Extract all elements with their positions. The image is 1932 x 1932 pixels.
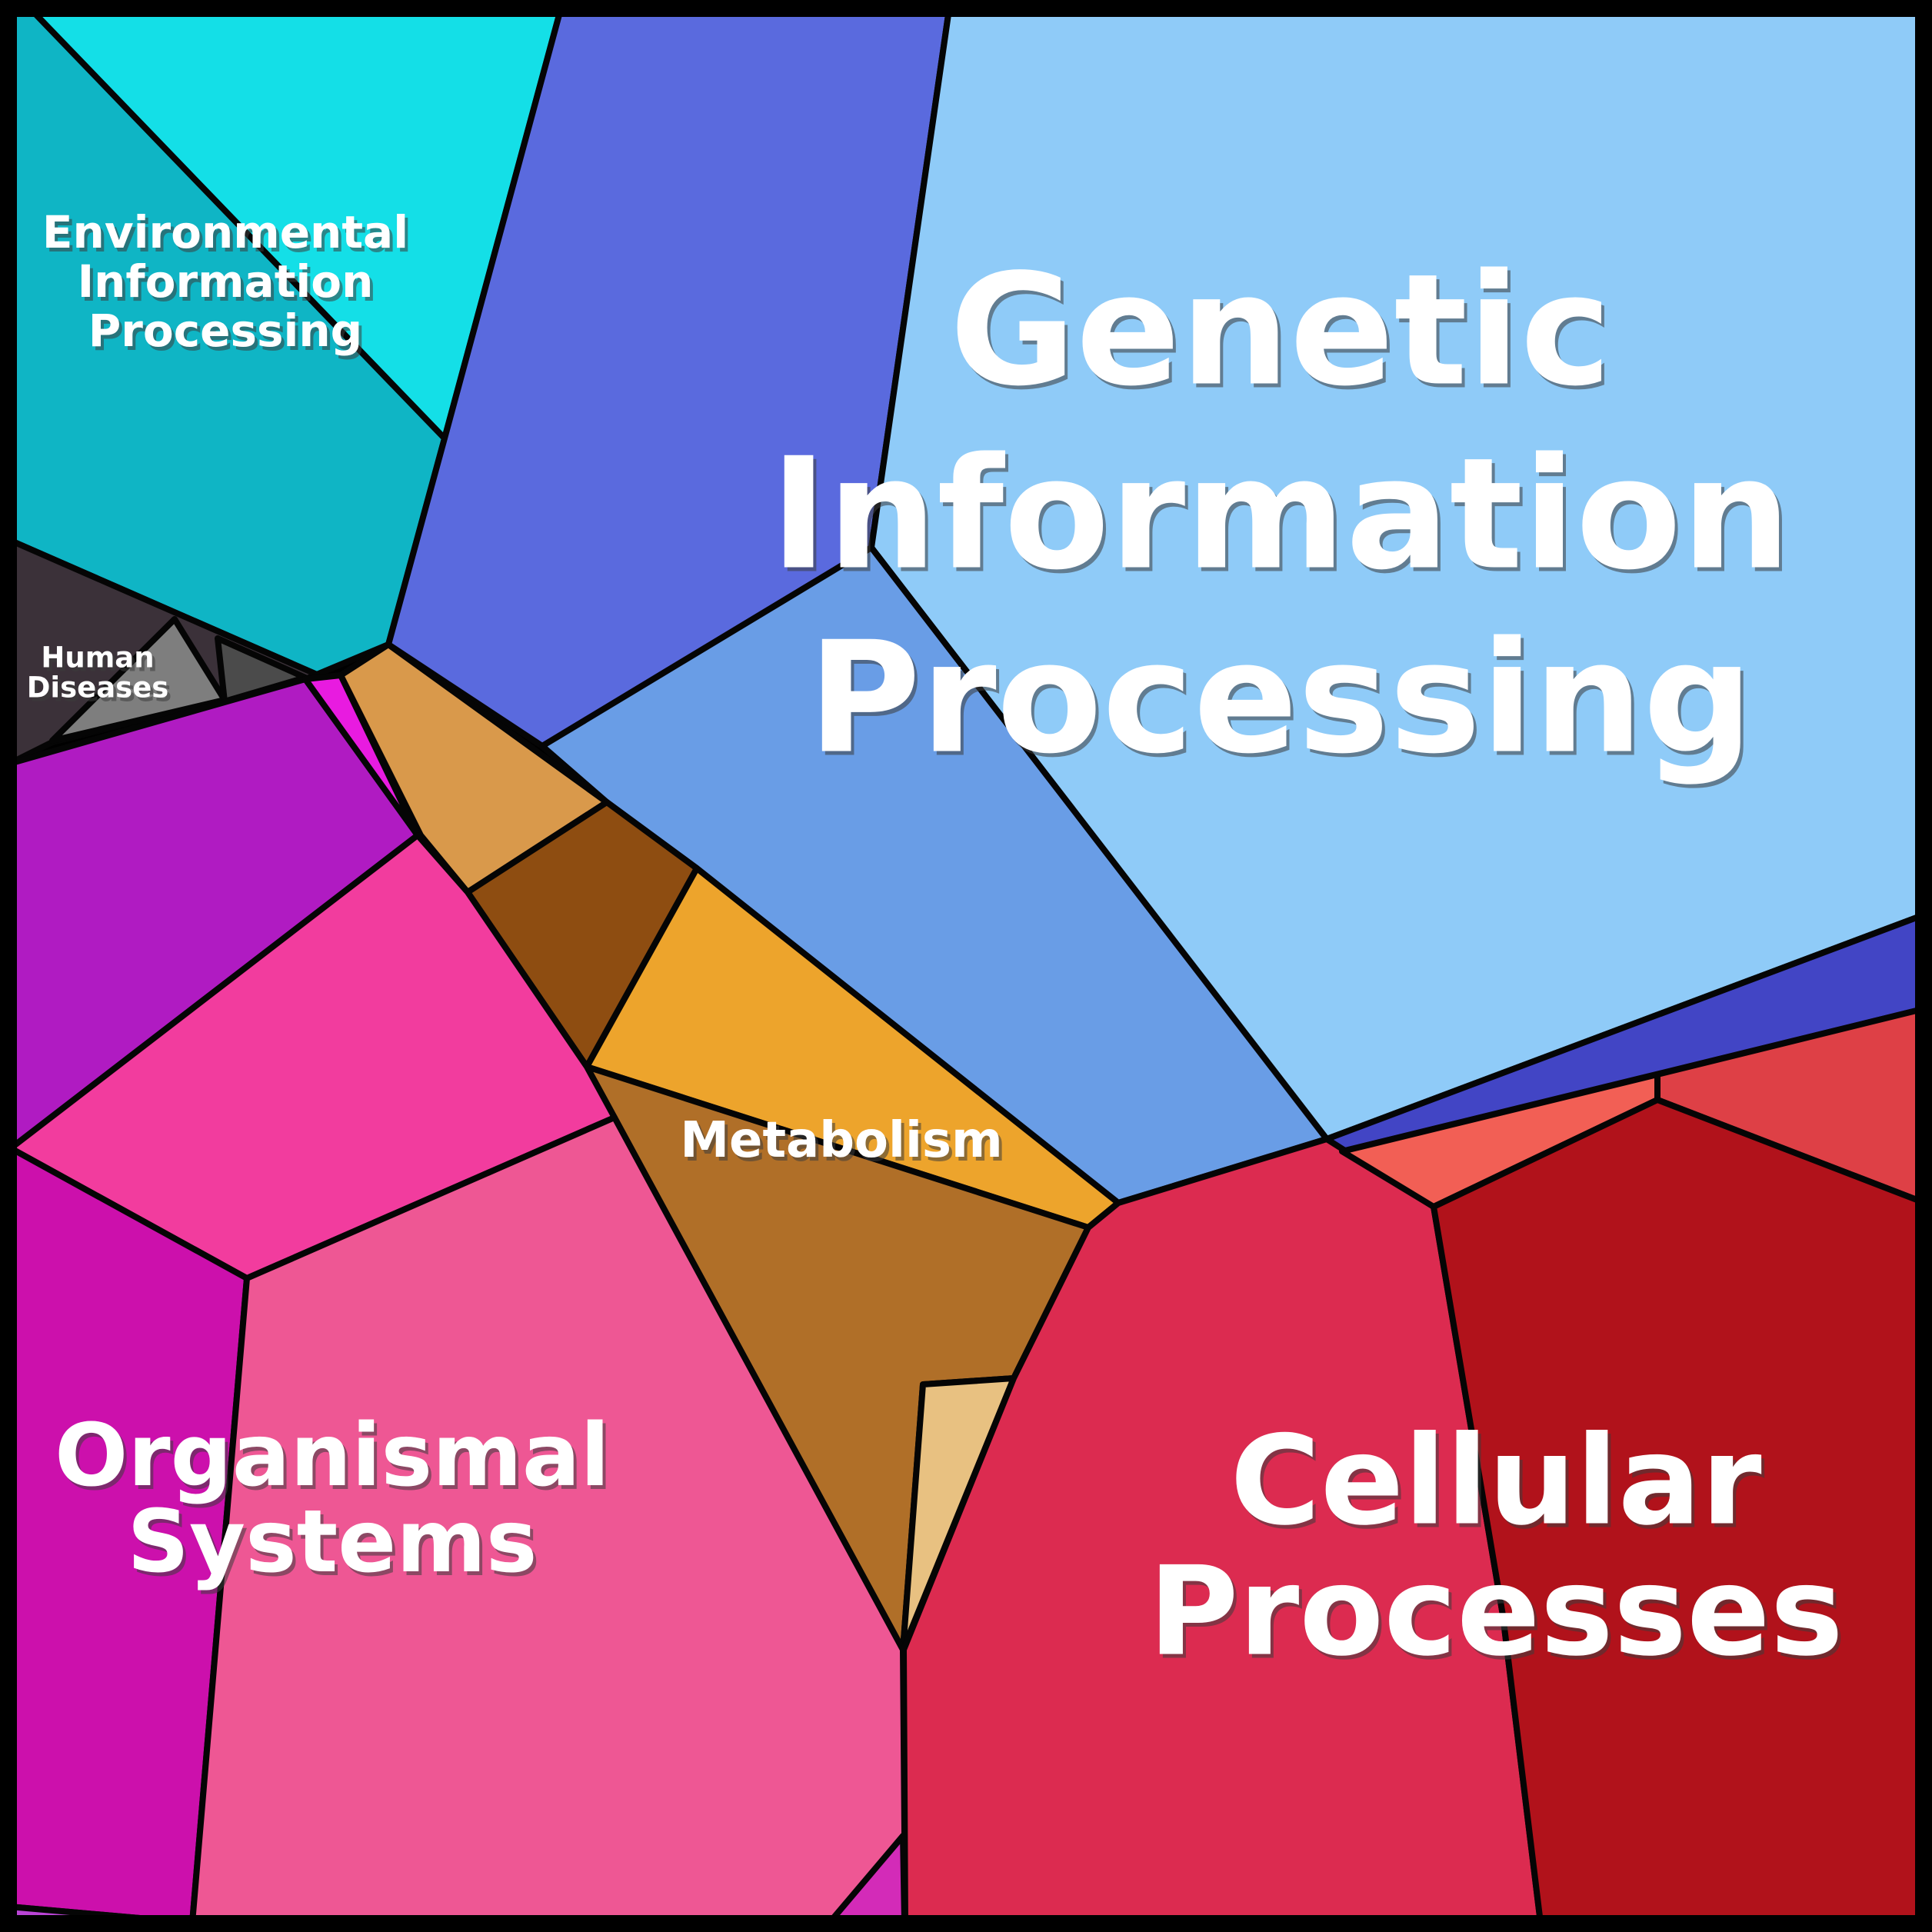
- label-environmental-information-processing-line3-shadow: Processing: [92, 308, 365, 361]
- label-cellular-processes-line2: Processes: [1148, 1540, 1844, 1684]
- label-cellular-processes-line1: Cellular: [1230, 1409, 1761, 1553]
- label-organismal-systems-line2-shadow: Systems: [130, 1496, 540, 1596]
- label-genetic-information-processing-line1: Genetic: [950, 242, 1612, 421]
- label-environmental-information-processing-line1-shadow: Environmental: [45, 210, 411, 262]
- label-cellular-processes-line2-shadow: Processes: [1151, 1544, 1847, 1687]
- cell-hd-gray: [49, 616, 228, 744]
- label-organismal-systems-line1: Organismal: [55, 1406, 610, 1506]
- label-organismal-systems-line2: Systems: [127, 1492, 537, 1592]
- label-human-diseases-line1-shadow: Human: [44, 645, 157, 678]
- label-metabolism-line1: Metabolism: [680, 1112, 1002, 1169]
- label-human-diseases-line2: Diseases: [27, 671, 169, 705]
- label-genetic-information-processing-line1-shadow: Genetic: [953, 245, 1615, 425]
- label-genetic-information-processing-line2-shadow: Information: [773, 429, 1794, 608]
- label-genetic-information-processing-line3: Processing: [808, 609, 1753, 788]
- label-genetic-information-processing-line2: Information: [770, 425, 1790, 605]
- cell-os-fuchsia: [302, 672, 421, 838]
- label-human-diseases-line2-shadow: Diseases: [30, 675, 172, 708]
- label-human-diseases-line1: Human: [41, 641, 154, 675]
- label-environmental-information-processing-line3: Processing: [88, 305, 362, 357]
- label-genetic-information-processing-line3-shadow: Processing: [811, 613, 1756, 792]
- label-environmental-information-processing-line2: Information: [78, 255, 374, 308]
- label-organismal-systems-line1-shadow: Organismal: [58, 1410, 613, 1510]
- label-metabolism-line1-shadow: Metabolism: [683, 1116, 1005, 1173]
- label-environmental-information-processing-line2-shadow: Information: [81, 259, 377, 311]
- label-environmental-information-processing-line1: Environmental: [42, 206, 408, 258]
- label-cellular-processes-line1-shadow: Cellular: [1233, 1413, 1764, 1557]
